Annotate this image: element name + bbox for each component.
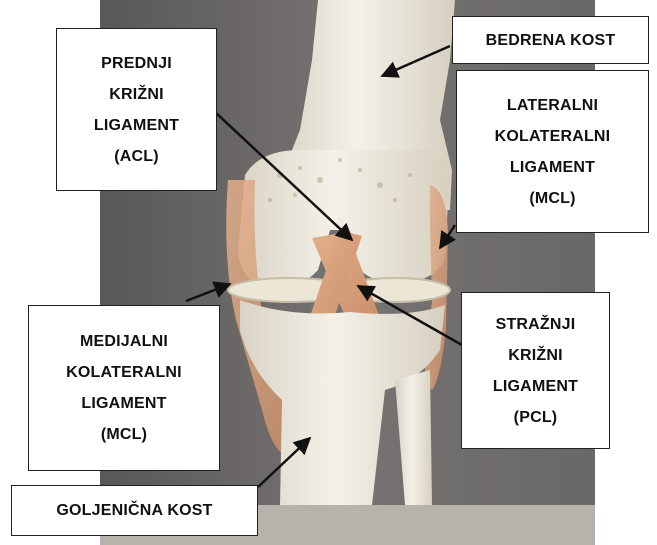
label-pcl-line: LIGAMENT — [493, 371, 578, 402]
label-lcl-line: (MCL) — [529, 183, 575, 214]
label-mcl: MEDIJALNI KOLATERALNI LIGAMENT (MCL) — [28, 305, 220, 471]
label-lcl-line: LATERALNI — [507, 90, 598, 121]
label-lcl: LATERALNI KOLATERALNI LIGAMENT (MCL) — [456, 70, 649, 233]
label-femur-line: BEDRENA KOST — [486, 25, 616, 56]
label-mcl-line: (MCL) — [101, 419, 147, 450]
label-mcl-line: KOLATERALNI — [66, 357, 182, 388]
label-lcl-line: LIGAMENT — [510, 152, 595, 183]
label-tibia-line: GOLJENIČNA KOST — [56, 495, 212, 526]
label-pcl-line: KRIŽNI — [508, 340, 563, 371]
label-pcl: STRAŽNJI KRIŽNI LIGAMENT (PCL) — [461, 292, 610, 449]
label-lcl-line: KOLATERALNI — [495, 121, 611, 152]
label-mcl-line: LIGAMENT — [81, 388, 166, 419]
label-acl: PREDNJI KRIŽNI LIGAMENT (ACL) — [56, 28, 217, 191]
label-acl-line: PREDNJI — [101, 48, 172, 79]
label-pcl-line: (PCL) — [514, 402, 558, 433]
label-acl-line: KRIŽNI — [109, 79, 164, 110]
label-acl-line: (ACL) — [114, 141, 159, 172]
label-femur: BEDRENA KOST — [452, 16, 649, 64]
label-mcl-line: MEDIJALNI — [80, 326, 168, 357]
label-pcl-line: STRAŽNJI — [496, 309, 576, 340]
label-tibia: GOLJENIČNA KOST — [11, 485, 258, 536]
label-acl-line: LIGAMENT — [94, 110, 179, 141]
